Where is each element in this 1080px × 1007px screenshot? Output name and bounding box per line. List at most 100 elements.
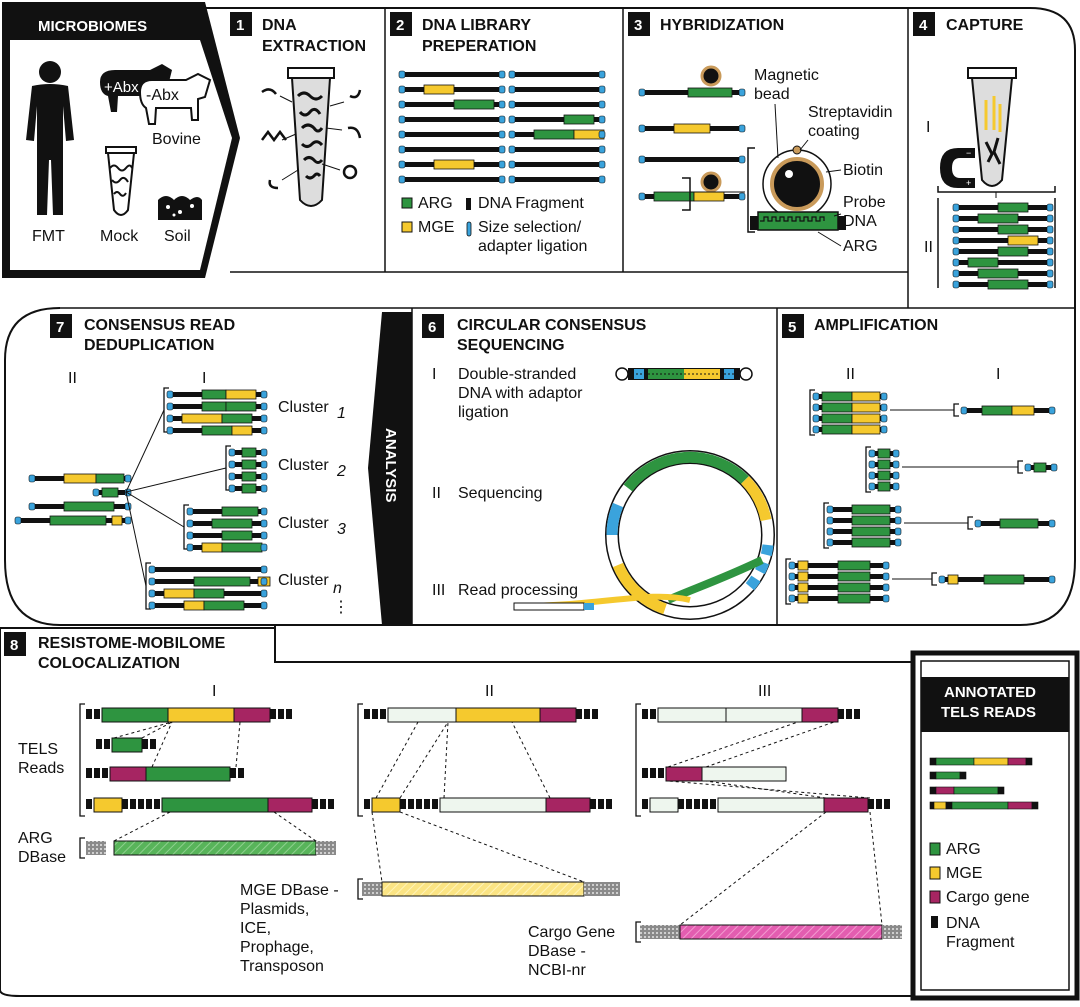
annotated-legend-arg: ARG [946, 841, 981, 858]
cluster-label-3: Cluster [278, 515, 329, 532]
label-bovine: Bovine [152, 131, 201, 148]
analysis-arrow [368, 312, 412, 625]
p3-label-strep1: Streptavidin [808, 104, 893, 121]
annotated-title-line1: ANNOTATED [944, 684, 1036, 701]
p3-label-bead2: bead [754, 86, 790, 103]
dna-read [508, 100, 606, 109]
label-mock: Mock [100, 228, 139, 245]
p8-title-line2: COLOCALIZATION [38, 655, 180, 672]
p4-title: CAPTURE [946, 17, 1024, 34]
cluster-sub-n: n [333, 580, 342, 597]
dna-read [960, 405, 1056, 416]
p3-number: 3 [634, 17, 642, 34]
cow-icon-white [138, 72, 212, 125]
tels-read [364, 707, 598, 723]
dna-read [952, 279, 1054, 290]
dna-read [788, 593, 890, 604]
dna-read [952, 213, 1054, 224]
svg-text:⋮: ⋮ [333, 599, 349, 616]
dna-read [826, 515, 902, 526]
dna-read [868, 470, 900, 481]
magnetic-bead-icon [750, 145, 846, 231]
dna-read [638, 123, 746, 134]
dna-read [398, 70, 506, 79]
p1-title-line1: DNA [262, 17, 297, 34]
cluster-sub-1: 1 [337, 405, 346, 422]
svg-text:+: + [966, 178, 971, 188]
dna-read [826, 504, 902, 515]
cluster-labels: Cluster 1 Cluster 2 Cluster 3 Cluster n … [278, 399, 349, 616]
dna-read [228, 459, 268, 470]
annotated-legend-mge: MGE [946, 865, 982, 882]
annotated-read [929, 786, 1005, 795]
p7-title-line1: CONSENSUS READ [84, 317, 235, 334]
p8-number: 8 [10, 637, 18, 654]
dna-read [826, 526, 902, 537]
dna-read [28, 501, 132, 512]
p6-step3-line1: Read processing [458, 582, 578, 599]
mock-tube-icon [105, 146, 137, 216]
dna-read [812, 402, 888, 413]
dna-read [398, 115, 506, 124]
dna-read [508, 114, 606, 125]
p7-label-i: I [202, 370, 206, 387]
library-reads [398, 70, 606, 184]
dna-read [166, 425, 268, 436]
cluster-sub-2: 2 [336, 463, 346, 480]
annotated-legend-frag2: Fragment [946, 934, 1015, 951]
p6-step2-line1: Sequencing [458, 485, 543, 502]
p8-mgedb-3: Prophage, [240, 939, 314, 956]
dna-read [868, 459, 900, 470]
dna-read [186, 518, 268, 529]
p2-legend-mge: MGE [418, 219, 454, 236]
annotated-legend-cargo: Cargo gene [946, 889, 1030, 906]
p5-label-ii: II [846, 366, 855, 383]
svg-text:−: − [966, 148, 971, 158]
dna-read [952, 246, 1054, 257]
dna-read [812, 413, 888, 424]
label-plus-abx: +Abx [104, 79, 139, 96]
p1-number: 1 [236, 17, 244, 34]
cluster-sub-3: 3 [337, 521, 346, 538]
dna-read [952, 224, 1054, 235]
dna-read [508, 70, 606, 79]
p7-title-line2: DEDUPLICATION [84, 337, 214, 354]
p4-number: 4 [919, 17, 928, 34]
dna-read [92, 487, 132, 498]
capture-tube-icon [967, 67, 1017, 187]
dna-read [508, 129, 606, 140]
dna-read [398, 130, 506, 139]
dna-read [974, 518, 1056, 529]
label-fmt: FMT [32, 228, 65, 245]
p4-label-ii: II [924, 239, 933, 256]
dna-read [398, 84, 506, 95]
colocalization-reads [79, 703, 902, 943]
dna-read [638, 155, 746, 164]
tels-read [86, 766, 244, 782]
p5-label-i: I [996, 366, 1000, 383]
dna-read [1024, 462, 1058, 473]
dna-read [228, 471, 268, 482]
adaptor-ligated-dna-icon [615, 367, 753, 381]
dna-read [508, 145, 606, 154]
cluster-label-2: Cluster [278, 457, 329, 474]
dna-read [398, 99, 506, 110]
p2-legend-size1: Size selection/ [478, 219, 582, 236]
dna-read [166, 413, 268, 424]
dna-read [186, 506, 268, 517]
annotated-legend-frag1: DNA [946, 915, 980, 932]
dna-read [508, 160, 606, 169]
dna-read [638, 191, 746, 202]
dna-read [638, 87, 746, 98]
dna-read [868, 448, 900, 459]
annotated-read [929, 771, 967, 780]
dna-read [508, 175, 606, 184]
extraction-tube-icon [261, 67, 362, 207]
dna-read [868, 481, 900, 492]
p8-mgedb-0: MGE DBase - [240, 882, 339, 899]
p8-tels-line2: Reads [18, 760, 64, 777]
p6-title-line1: CIRCULAR CONSENSUS [457, 317, 647, 334]
tels-read [642, 766, 787, 782]
dna-read [826, 537, 902, 548]
